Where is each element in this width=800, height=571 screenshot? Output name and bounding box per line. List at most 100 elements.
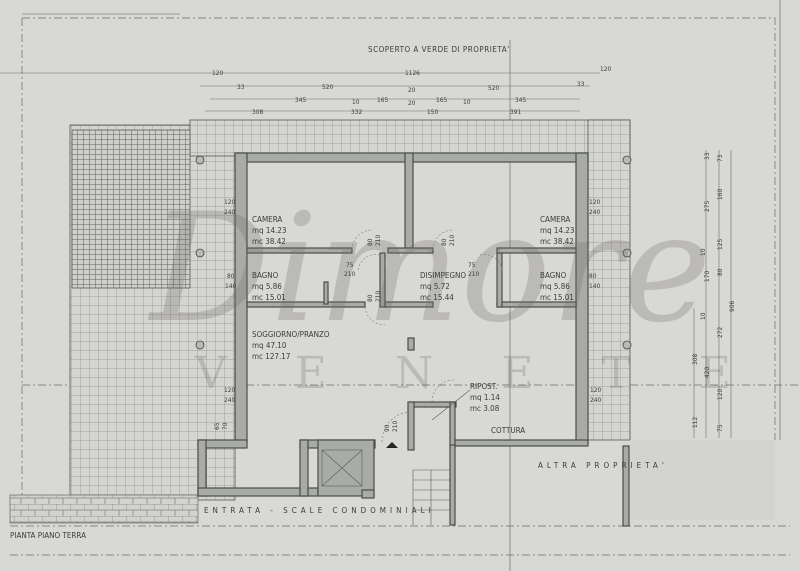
svg-text:73: 73 (716, 154, 724, 162)
svg-text:1126: 1126 (405, 69, 420, 77)
room-cottura: COTTURA (491, 426, 525, 435)
svg-text:120: 120 (224, 386, 235, 394)
svg-text:80: 80 (716, 268, 724, 276)
svg-text:240: 240 (224, 208, 235, 216)
plan-caption: PIANTA PIANO TERRA (10, 531, 86, 540)
svg-text:mq 5.86: mq 5.86 (540, 282, 570, 291)
walls (197, 152, 630, 527)
svg-text:906: 906 (728, 301, 736, 312)
svg-text:10: 10 (699, 312, 707, 320)
svg-text:160: 160 (716, 189, 724, 200)
svg-text:90: 90 (383, 424, 391, 432)
room-bagno-left: BAGNO mq 5.86 mc 15.01 (252, 271, 286, 302)
svg-text:mc 127.17: mc 127.17 (252, 352, 290, 361)
top-note: SCOPERTO A VERDE DI PROPRIETA' (368, 45, 510, 54)
svg-text:170: 170 (703, 271, 711, 282)
svg-text:VENETE: VENETE (194, 348, 799, 399)
room-camera-right: CAMERA mq 14.23 mc 38.42 (540, 215, 574, 246)
svg-text:mq 47.10: mq 47.10 (252, 341, 287, 350)
svg-text:80: 80 (227, 272, 235, 280)
svg-text:345: 345 (295, 96, 306, 104)
svg-text:mc 15.01: mc 15.01 (252, 293, 286, 302)
svg-text:BAGNO: BAGNO (252, 271, 279, 280)
svg-text:75: 75 (716, 424, 724, 432)
svg-text:150: 150 (427, 108, 438, 116)
svg-text:DISIMPEGNO: DISIMPEGNO (420, 271, 466, 280)
top-dimensions: 120 1126 120 33 520 20 520 33 345 10 165… (0, 65, 611, 116)
svg-text:75: 75 (468, 261, 476, 269)
svg-text:20: 20 (408, 86, 416, 94)
svg-text:mq 14.23: mq 14.23 (252, 226, 286, 235)
svg-text:mc 15.01: mc 15.01 (540, 293, 574, 302)
svg-text:240: 240 (224, 396, 235, 404)
room-disimpegno: DISIMPEGNO mq 5.72 mc 15.44 (420, 271, 466, 302)
svg-text:33: 33 (577, 80, 585, 88)
svg-text:SOGGIORNO/PRANZO: SOGGIORNO/PRANZO (252, 330, 330, 339)
room-ripostiglio: RIPOST. mq 1.14 mc 3.08 (470, 382, 500, 413)
svg-text:210: 210 (374, 291, 382, 302)
svg-text:520: 520 (488, 84, 499, 92)
svg-text:mc 15.44: mc 15.44 (420, 293, 454, 302)
svg-text:140: 140 (225, 282, 236, 290)
svg-text:mq 14.23: mq 14.23 (540, 226, 574, 235)
pillars (195, 155, 632, 350)
svg-text:65: 65 (213, 422, 221, 430)
svg-text:33: 33 (703, 152, 711, 160)
svg-text:mq 5.72: mq 5.72 (420, 282, 450, 291)
svg-text:80: 80 (589, 272, 597, 280)
svg-text:391: 391 (510, 108, 521, 116)
svg-text:210: 210 (448, 235, 456, 246)
paving (9, 119, 775, 524)
svg-text:120: 120 (224, 198, 235, 206)
svg-text:Dimore: Dimore (147, 182, 711, 356)
svg-text:240: 240 (590, 396, 601, 404)
svg-text:275: 275 (703, 201, 711, 212)
svg-text:120: 120 (589, 198, 600, 206)
svg-text:mq 5.86: mq 5.86 (252, 282, 282, 291)
svg-text:mq 1.14: mq 1.14 (470, 393, 500, 402)
svg-text:mc 3.08: mc 3.08 (470, 404, 500, 413)
svg-text:210: 210 (344, 270, 355, 278)
svg-text:20: 20 (408, 99, 416, 107)
svg-text:120: 120 (600, 65, 611, 73)
svg-text:308: 308 (252, 108, 263, 116)
svg-text:10: 10 (699, 248, 707, 256)
right-dimensions: 112 308 420 10 170 10 275 33 75 120 272 … (691, 150, 736, 438)
svg-text:mc 38.42: mc 38.42 (252, 237, 286, 246)
svg-text:70: 70 (221, 422, 229, 430)
svg-text:80: 80 (366, 294, 374, 302)
svg-text:420: 420 (703, 367, 711, 378)
svg-text:210: 210 (391, 421, 399, 432)
svg-text:210: 210 (468, 270, 479, 278)
svg-text:120: 120 (716, 389, 724, 400)
elevator-shaft (321, 449, 363, 487)
svg-text:BAGNO: BAGNO (540, 271, 567, 280)
svg-text:CAMERA: CAMERA (540, 215, 570, 224)
svg-text:140: 140 (589, 282, 600, 290)
svg-text:CAMERA: CAMERA (252, 215, 282, 224)
entrance-arrow-icon (386, 442, 398, 448)
svg-text:240: 240 (589, 208, 600, 216)
svg-text:10: 10 (352, 98, 360, 106)
svg-text:80: 80 (366, 238, 374, 246)
svg-text:mc 38.42: mc 38.42 (540, 237, 574, 246)
room-bagno-right: BAGNO mq 5.86 mc 15.01 (540, 271, 574, 302)
room-camera-left: CAMERA mq 14.23 mc 38.42 (252, 215, 286, 246)
svg-text:RIPOST.: RIPOST. (470, 382, 497, 391)
svg-text:80: 80 (440, 238, 448, 246)
watermark-logo: Dimore VENETE (147, 182, 799, 399)
room-soggiorno: SOGGIORNO/PRANZO mq 47.10 mc 127.17 (252, 330, 330, 361)
svg-text:165: 165 (377, 96, 388, 104)
svg-text:33: 33 (237, 83, 245, 91)
neighbour-label: ALTRA PROPRIETA' (538, 461, 668, 470)
svg-text:75: 75 (346, 261, 354, 269)
svg-text:125: 125 (716, 239, 724, 250)
opening-labels: 120 240 120 240 80 140 80 140 120 240 12… (213, 198, 601, 432)
entrance-label: ENTRATA - SCALE CONDOMINIALI (204, 506, 435, 515)
svg-text:332: 332 (351, 108, 362, 116)
svg-text:520: 520 (322, 83, 333, 91)
svg-text:165: 165 (436, 96, 447, 104)
svg-text:308: 308 (691, 354, 699, 365)
svg-text:345: 345 (515, 96, 526, 104)
